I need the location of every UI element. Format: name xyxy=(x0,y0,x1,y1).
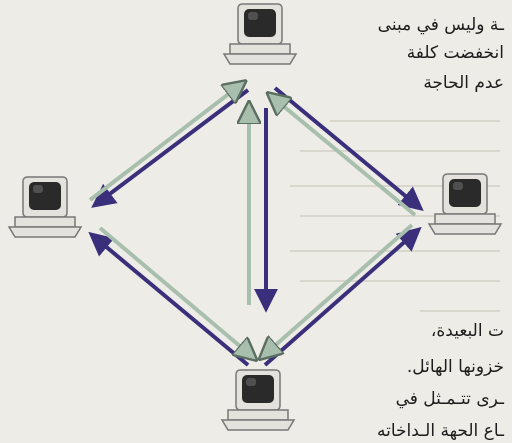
arrow-left-to-top xyxy=(88,83,243,202)
text-bottom-line-2: خزونها الهائل. xyxy=(406,357,504,377)
text-bottom-line-4: ـاع الحهة الـداخاته xyxy=(376,421,504,441)
arrow-left-to-bottom xyxy=(98,226,254,358)
arrow-top-to-left xyxy=(91,88,250,208)
text-top-line-3: عدم الحاجة xyxy=(423,73,504,93)
arrow-top-to-right xyxy=(273,86,424,212)
computer-left-icon xyxy=(8,176,82,238)
computer-right-icon xyxy=(428,173,502,235)
text-top-line-2: انخفضت كلفة xyxy=(406,43,504,63)
text-bottom-line-3: ـرى تتـمـثل في xyxy=(395,389,504,409)
computer-bottom-icon xyxy=(221,369,295,431)
arrow-bottom-to-right xyxy=(263,226,422,367)
arrow-right-to-top xyxy=(270,95,417,217)
computer-top-icon xyxy=(223,3,297,65)
arrow-bottom-to-left xyxy=(88,231,250,367)
arrow-right-to-bottom xyxy=(262,223,414,357)
text-top-line-1: ـة وليس في مبنى xyxy=(377,15,504,35)
text-bottom-line-1: ت البعيدة، xyxy=(430,321,504,341)
